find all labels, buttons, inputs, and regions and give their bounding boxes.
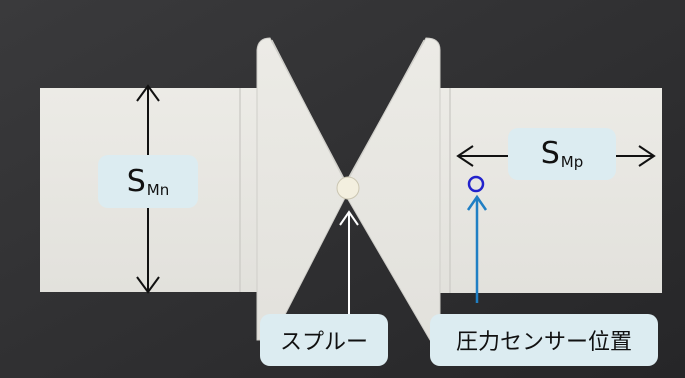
smn-subscript: Mn bbox=[146, 180, 170, 199]
right-wing-plate bbox=[430, 88, 662, 293]
sprue-gate bbox=[336, 176, 360, 200]
smp-main: S bbox=[540, 136, 560, 171]
sprue-pointer-arrow bbox=[339, 210, 359, 318]
smn-main: S bbox=[126, 163, 146, 199]
sensor-label: 圧力センサー位置 bbox=[455, 330, 632, 355]
sensor-label-box: 圧力センサー位置 bbox=[430, 314, 658, 366]
sprue-label: スプルー bbox=[279, 330, 368, 355]
sensor-pointer-arrow bbox=[466, 194, 488, 303]
sensor-position-marker bbox=[467, 175, 485, 193]
sprue-label-box: スプルー bbox=[260, 314, 388, 366]
smp-subscript: Mp bbox=[560, 153, 584, 171]
